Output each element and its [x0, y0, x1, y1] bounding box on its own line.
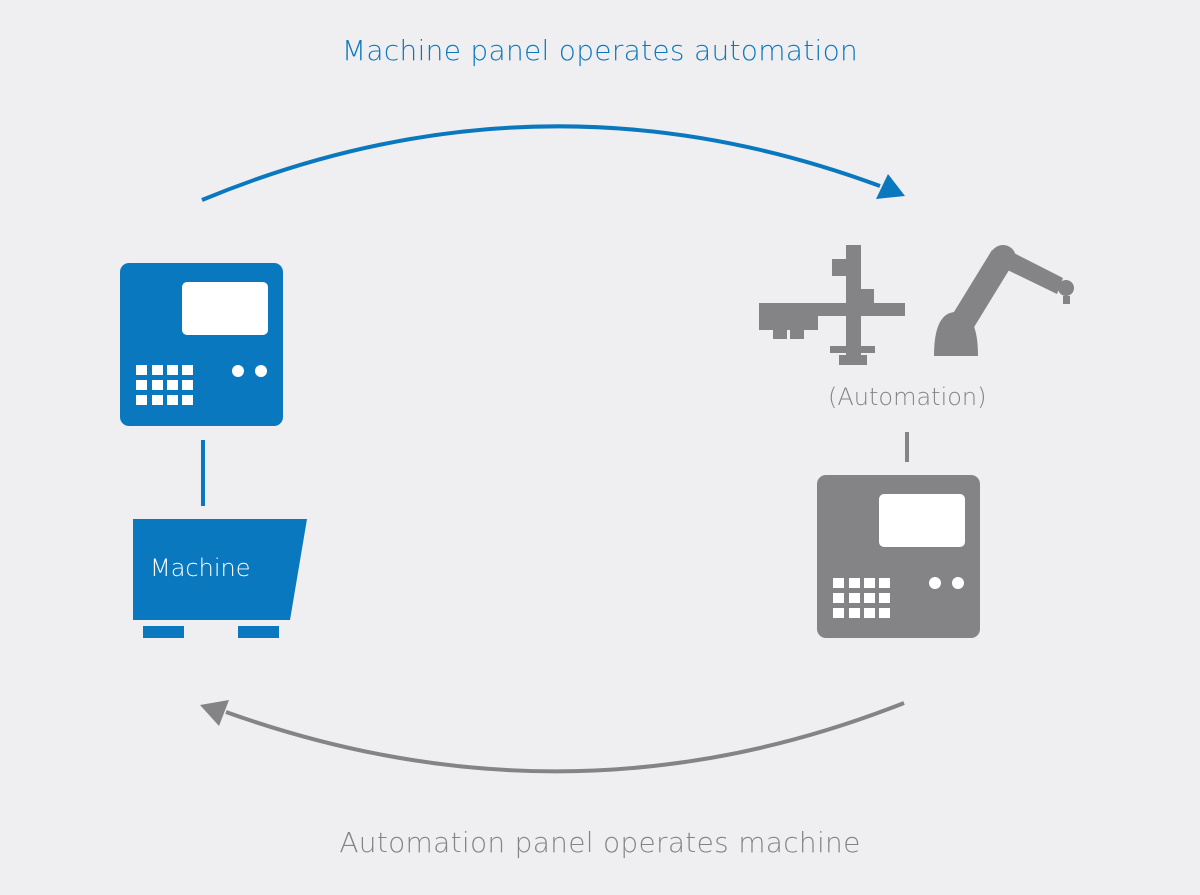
automation-connector-line	[905, 432, 909, 462]
panel-screen	[879, 494, 965, 547]
automation-control-panel-icon	[817, 475, 980, 638]
panel-keypad	[136, 365, 193, 405]
bottom-arrow	[200, 700, 905, 774]
panel-keypad	[833, 578, 890, 618]
caption-machine-panel-operates-automation: Machine panel operates automation	[341, 34, 859, 67]
bottom-arrowhead-icon	[200, 700, 229, 726]
machine-connector-line	[201, 440, 205, 506]
top-arrowhead-icon	[876, 174, 905, 199]
machine-label: Machine	[150, 554, 251, 582]
caption-automation-panel-operates-machine: Automation panel operates machine	[339, 826, 861, 859]
machine-icon	[133, 519, 307, 638]
gantry-robot-icon	[759, 245, 905, 365]
robot-arm-icon	[934, 245, 1074, 356]
top-arrow	[201, 124, 905, 202]
automation-label: (Automation)	[828, 383, 987, 411]
panel-screen	[182, 282, 268, 335]
machine-control-panel-icon	[120, 263, 283, 426]
